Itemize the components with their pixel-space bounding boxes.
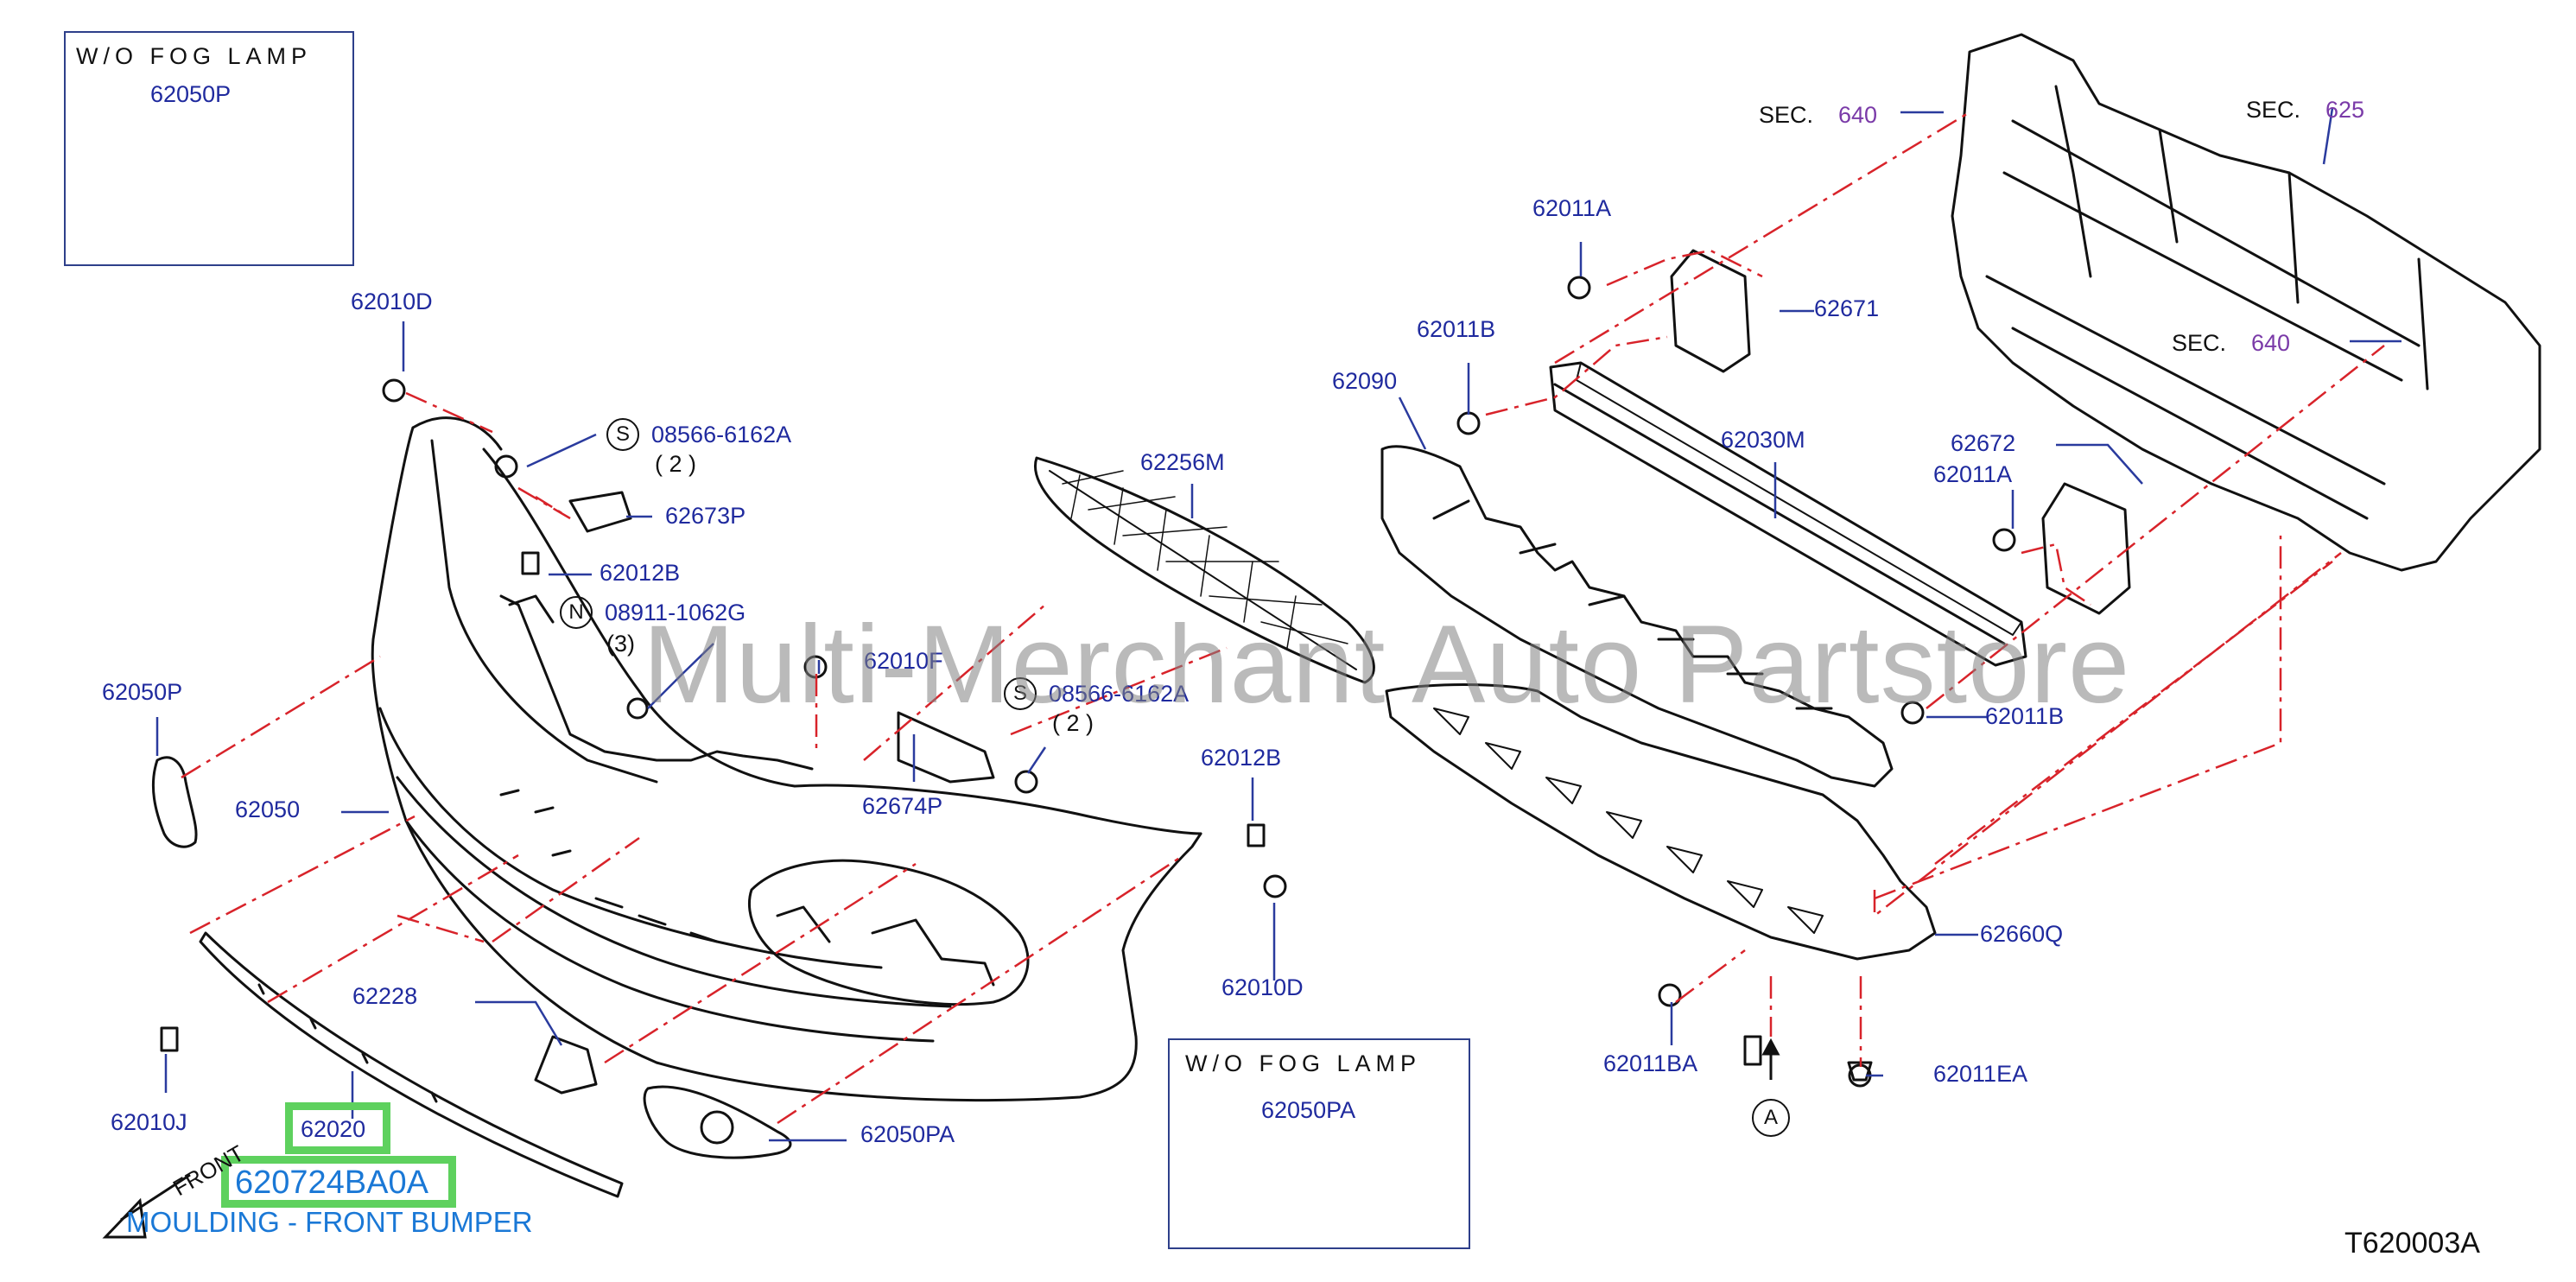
section-prefix: SEC. <box>2172 330 2227 356</box>
engine-under-cover <box>1385 683 1937 961</box>
part-label-62012B[interactable]: 62012B <box>1201 745 1282 771</box>
quantity-label: ( 2 ) <box>1052 710 1094 736</box>
part-label-62030M[interactable]: 62030M <box>1721 427 1805 453</box>
radiator-core-support <box>1951 33 2541 572</box>
part-label-62674P[interactable]: 62674P <box>862 793 943 819</box>
section-prefix: SEC. <box>2246 97 2301 123</box>
part-label-62011A[interactable]: 62011A <box>1933 461 2013 487</box>
view-a-callout-icon: A <box>1752 1099 1790 1137</box>
part-label-62673P[interactable]: 62673P <box>665 503 746 529</box>
part-label-62010F[interactable]: 62010F <box>864 648 943 674</box>
diagram-code: T620003A <box>2344 1227 2480 1260</box>
part-label-62011EA[interactable]: 62011EA <box>1933 1061 2028 1087</box>
part-label-62050PA[interactable]: 62050PA <box>860 1121 955 1147</box>
inset-title: W/O FOG LAMP <box>76 43 313 69</box>
inset-title: W/O FOG LAMP <box>1185 1050 1422 1076</box>
upper-grille <box>1034 456 1375 684</box>
watermark: Multi-Merchant Auto Partstore <box>643 603 2131 727</box>
part-label-62011A[interactable]: 62011A <box>1532 195 1612 221</box>
inset-without-fog-lamp-top: W/O FOG LAMP 62050P <box>64 31 354 266</box>
section-link-640[interactable]: 640 <box>2251 330 2291 356</box>
part-label-08911-1062G[interactable]: 08911-1062G <box>605 600 746 625</box>
part-description: MOULDING - FRONT BUMPER <box>126 1206 533 1238</box>
inset-without-fog-lamp-bottom: W/O FOG LAMP 62050PA <box>1168 1038 1470 1249</box>
part-label-62050[interactable]: 62050 <box>235 796 301 822</box>
n-callout-icon: N <box>560 596 593 629</box>
part-label-62228[interactable]: 62228 <box>352 983 418 1009</box>
fog-cover-bottom <box>643 1085 792 1159</box>
part-label-62011B[interactable]: 62011B <box>1985 703 2065 729</box>
section-link-625[interactable]: 625 <box>2325 97 2365 123</box>
section-prefix: SEC. <box>1759 102 1814 128</box>
highlight-box-part-number <box>221 1156 456 1208</box>
s-callout-icon: S <box>606 418 639 451</box>
part-label-62090[interactable]: 62090 <box>1332 368 1398 394</box>
part-label-62256M[interactable]: 62256M <box>1140 449 1225 475</box>
part-label-62672[interactable]: 62672 <box>1951 430 2016 456</box>
part-label-62011BA[interactable]: 62011BA <box>1603 1050 1698 1076</box>
part-label-62050P-inset[interactable]: 62050P <box>150 81 232 107</box>
part-label-62012B[interactable]: 62012B <box>600 560 681 586</box>
part-label-62050P[interactable]: 62050P <box>102 679 183 705</box>
part-number[interactable]: 620724BA0A <box>235 1165 428 1201</box>
leader-lines <box>155 107 2402 1142</box>
part-label-62050PA-inset[interactable]: 62050PA <box>1261 1097 1356 1123</box>
part-label-62010D[interactable]: 62010D <box>1221 974 1304 1000</box>
arrow-a <box>1761 1038 1780 1080</box>
bracket-62672 <box>2041 482 2131 615</box>
bracket-62671 <box>1670 249 1751 373</box>
front-arrow-icon <box>102 1173 191 1239</box>
part-label-62010D[interactable]: 62010D <box>351 289 433 314</box>
part-label-62660Q[interactable]: 62660Q <box>1980 921 2064 947</box>
quantity-label: (3) <box>606 631 635 657</box>
part-label-08566-6162A[interactable]: 08566-6162A <box>1049 681 1190 707</box>
part-label-62020[interactable]: 62020 <box>301 1116 366 1142</box>
fog-cover-left <box>151 756 198 848</box>
s-callout-icon: S <box>1004 677 1037 710</box>
part-label-62671[interactable]: 62671 <box>1814 295 1880 321</box>
bolt-62010D-top <box>382 378 406 403</box>
section-link-640[interactable]: 640 <box>1838 102 1878 128</box>
assembly-lines <box>181 111 2385 1125</box>
quantity-label: ( 2 ) <box>655 451 697 477</box>
front-bumper-fascia <box>371 416 1202 1102</box>
part-label-62010J[interactable]: 62010J <box>111 1109 187 1135</box>
bumper-retainer <box>499 594 814 771</box>
bumper-reinforcement <box>1549 361 2027 667</box>
part-label-08566-6162A[interactable]: 08566-6162A <box>651 422 792 447</box>
highlight-box-part <box>285 1102 390 1154</box>
lower-moulding <box>199 931 624 1198</box>
energy-absorber <box>1380 445 1894 788</box>
part-label-62011B[interactable]: 62011B <box>1417 316 1496 342</box>
